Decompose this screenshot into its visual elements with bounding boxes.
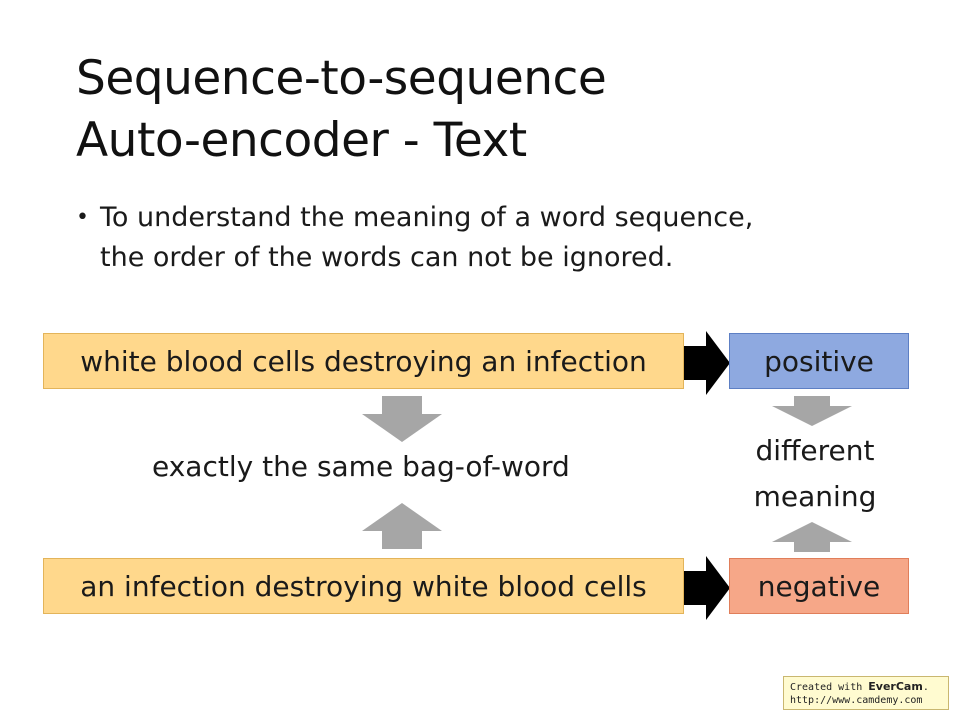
sentence-top-text: white blood cells destroying an infectio… <box>80 344 647 378</box>
evercam-watermark[interactable]: Created with EverCam. http://www.camdemy… <box>783 676 949 710</box>
sentence-bottom-box: an infection destroying white blood cell… <box>43 558 684 614</box>
watermark-brand: EverCam <box>868 680 923 693</box>
watermark-suffix: . <box>922 682 929 693</box>
different-line-1: different <box>755 434 875 467</box>
gray-arrow-down-left-icon <box>362 396 442 442</box>
positive-label: positive <box>764 344 874 378</box>
bullet-line-2: the order of the words can not be ignore… <box>100 242 674 273</box>
positive-box: positive <box>729 333 909 389</box>
bullet-line-1: To understand the meaning of a word sequ… <box>100 202 754 233</box>
different-meaning-label: different meaning <box>740 428 890 520</box>
black-arrow-right-bottom-icon <box>684 556 730 620</box>
sentence-bottom-text: an infection destroying white blood cell… <box>80 569 647 603</box>
gray-arrow-up-right-icon <box>772 522 852 552</box>
negative-box: negative <box>729 558 909 614</box>
gray-arrow-up-left-icon <box>362 503 442 549</box>
sentence-top-box: white blood cells destroying an infectio… <box>43 333 684 389</box>
same-bag-of-word-label: exactly the same bag-of-word <box>152 450 570 483</box>
bullet-point: • To understand the meaning of a word se… <box>76 198 753 278</box>
bullet-marker: • <box>76 205 89 230</box>
negative-label: negative <box>757 569 881 603</box>
black-arrow-right-top-icon <box>684 331 730 395</box>
slide-title: Sequence-to-sequence Auto-encoder - Text <box>76 48 607 172</box>
different-line-2: meaning <box>753 480 877 513</box>
gray-arrow-down-right-icon <box>772 396 852 426</box>
title-line-1: Sequence-to-sequence <box>76 51 607 106</box>
watermark-url[interactable]: http://www.camdemy.com <box>790 695 923 706</box>
title-line-2: Auto-encoder - Text <box>76 113 527 168</box>
watermark-prefix: Created with <box>790 682 869 693</box>
